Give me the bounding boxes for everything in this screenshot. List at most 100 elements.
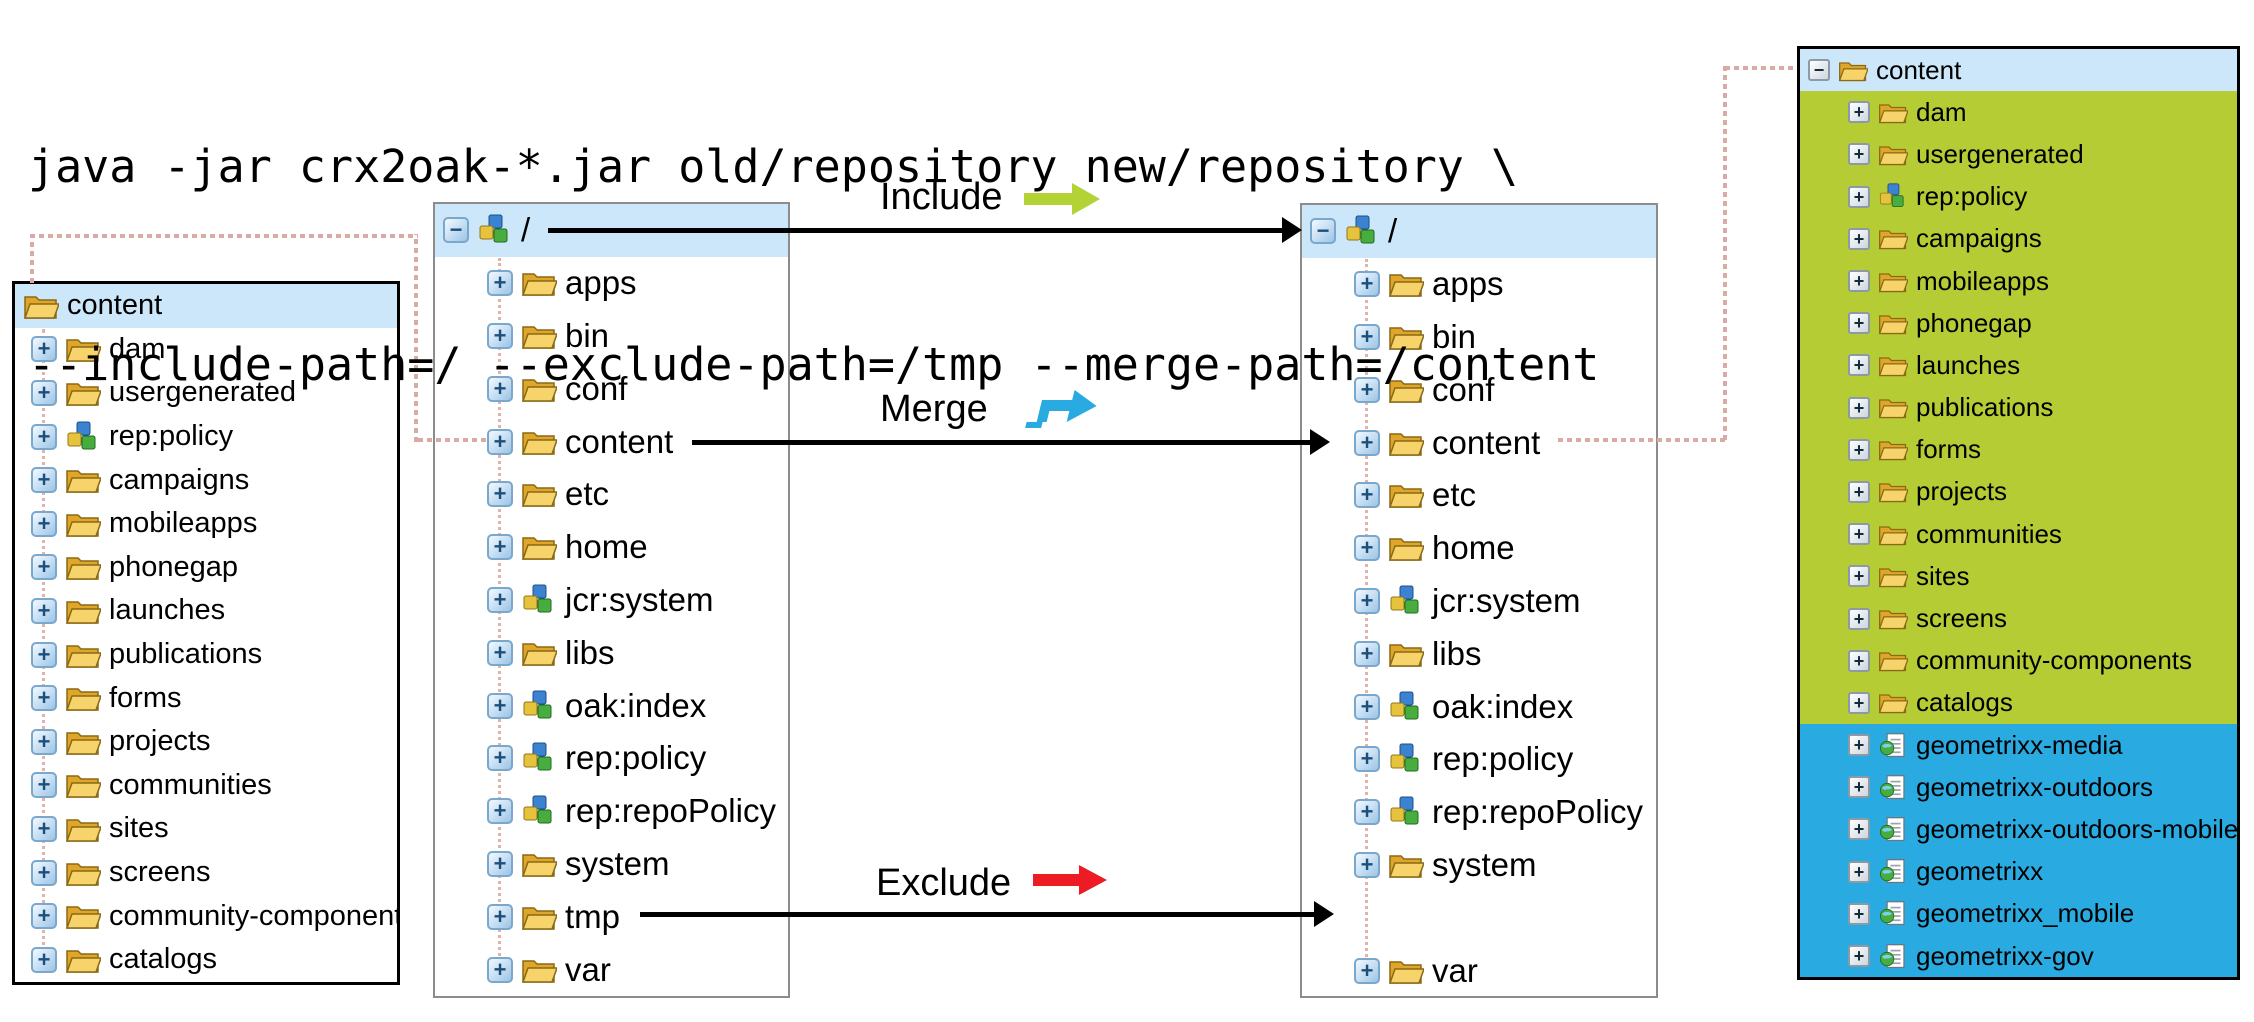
expand-plus-icon[interactable]: + [1848, 143, 1870, 166]
tree-row[interactable]: +usergenerated [1800, 133, 2237, 176]
tree-row[interactable]: +geometrixx [1800, 850, 2237, 893]
expand-plus-icon[interactable]: + [1354, 482, 1380, 509]
expand-plus-icon[interactable]: + [487, 322, 513, 349]
expand-plus-icon[interactable]: + [1848, 480, 1870, 503]
expand-plus-icon[interactable]: + [31, 946, 57, 973]
tree-row[interactable]: +geometrixx-outdoors-mobile [1800, 808, 2237, 851]
expand-plus-icon[interactable]: + [487, 850, 513, 877]
expand-plus-icon[interactable]: + [1848, 270, 1870, 293]
tree-row[interactable]: +apps [435, 257, 788, 310]
tree-row[interactable]: +conf [435, 362, 788, 415]
tree-row[interactable]: +communities [15, 764, 397, 808]
tree-row[interactable]: +home [1302, 522, 1656, 575]
tree-row[interactable]: +rep:policy [435, 732, 788, 785]
expand-plus-icon[interactable]: + [487, 798, 513, 825]
tree-row[interactable]: content [15, 284, 397, 328]
expand-plus-icon[interactable]: + [1354, 587, 1380, 614]
expand-plus-icon[interactable]: + [31, 641, 57, 668]
tree-row[interactable]: +home [435, 521, 788, 574]
expand-plus-icon[interactable]: + [31, 467, 57, 494]
tree-row[interactable]: +libs [435, 626, 788, 679]
tree-row[interactable]: +mobileapps [15, 502, 397, 546]
tree-row[interactable]: +jcr:system [435, 574, 788, 627]
tree-row[interactable]: +forms [1800, 428, 2237, 471]
expand-plus-icon[interactable]: + [1354, 323, 1380, 350]
expand-plus-icon[interactable]: + [1848, 607, 1870, 630]
expand-plus-icon[interactable]: + [487, 745, 513, 772]
tree-row[interactable]: +var [435, 943, 788, 996]
expand-plus-icon[interactable]: + [1848, 227, 1870, 250]
tree-row[interactable]: +community-components [1800, 639, 2237, 682]
tree-row[interactable]: +campaigns [1800, 217, 2237, 260]
tree-row[interactable]: +phonegap [1800, 302, 2237, 345]
tree-row[interactable]: +rep:policy [1302, 733, 1656, 786]
expand-plus-icon[interactable]: + [1354, 799, 1380, 826]
expand-plus-icon[interactable]: + [31, 336, 57, 363]
expand-plus-icon[interactable]: + [1848, 691, 1870, 714]
expand-plus-icon[interactable]: + [1354, 693, 1380, 720]
tree-row[interactable]: +publications [1800, 386, 2237, 429]
tree-row[interactable]: +apps [1302, 258, 1656, 311]
tree-row[interactable]: −content [1800, 49, 2237, 92]
expand-plus-icon[interactable]: + [487, 428, 513, 455]
expand-plus-icon[interactable]: + [31, 772, 57, 799]
tree-row[interactable]: −/ [1302, 205, 1656, 258]
tree-row[interactable]: +tmp [435, 890, 788, 943]
expand-plus-icon[interactable]: + [1354, 429, 1380, 456]
tree-row[interactable]: +publications [15, 633, 397, 677]
tree-row[interactable]: +launches [1800, 344, 2237, 387]
tree-row[interactable]: +system [1302, 839, 1656, 892]
expand-plus-icon[interactable]: + [1848, 565, 1870, 588]
expand-plus-icon[interactable]: + [31, 510, 57, 537]
expand-plus-icon[interactable]: + [31, 728, 57, 755]
tree-row[interactable]: +bin [435, 310, 788, 363]
expand-minus-icon[interactable]: − [1808, 59, 1830, 82]
tree-row[interactable]: +rep:policy [15, 415, 397, 459]
expand-plus-icon[interactable]: + [1848, 354, 1870, 377]
expand-plus-icon[interactable]: + [31, 903, 57, 930]
expand-plus-icon[interactable]: + [1848, 945, 1870, 968]
tree-row[interactable]: +etc [435, 468, 788, 521]
expand-plus-icon[interactable]: + [31, 379, 57, 406]
tree-row[interactable]: +conf [1302, 363, 1656, 416]
tree-row[interactable]: +sites [15, 807, 397, 851]
expand-minus-icon[interactable]: − [443, 217, 469, 244]
expand-plus-icon[interactable]: + [1848, 776, 1870, 799]
tree-row[interactable]: +community-components [15, 894, 397, 938]
tree-row[interactable]: +jcr:system [1302, 575, 1656, 628]
tree-row[interactable]: +usergenerated [15, 371, 397, 415]
tree-row[interactable]: +etc [1302, 469, 1656, 522]
tree-row[interactable]: +phonegap [15, 546, 397, 590]
expand-plus-icon[interactable]: + [1354, 271, 1380, 298]
tree-row[interactable]: +launches [15, 589, 397, 633]
tree-row[interactable]: +oak:index [1302, 680, 1656, 733]
expand-plus-icon[interactable]: + [1848, 860, 1870, 883]
tree-row[interactable]: +geometrixx-media [1800, 724, 2237, 767]
expand-plus-icon[interactable]: + [1848, 101, 1870, 124]
expand-plus-icon[interactable]: + [487, 586, 513, 613]
tree-row[interactable]: +geometrixx-outdoors [1800, 766, 2237, 809]
expand-plus-icon[interactable]: + [1354, 746, 1380, 773]
expand-plus-icon[interactable]: + [487, 956, 513, 983]
expand-plus-icon[interactable]: + [487, 903, 513, 930]
expand-plus-icon[interactable]: + [1354, 640, 1380, 667]
expand-plus-icon[interactable]: + [1848, 396, 1870, 419]
tree-row[interactable]: +libs [1302, 627, 1656, 680]
tree-row[interactable]: +content [435, 415, 788, 468]
expand-plus-icon[interactable]: + [1848, 902, 1870, 925]
expand-plus-icon[interactable]: + [487, 375, 513, 402]
expand-plus-icon[interactable]: + [31, 554, 57, 581]
tree-row[interactable]: +content [1302, 416, 1656, 469]
tree-row[interactable]: +rep:repoPolicy [1302, 786, 1656, 839]
expand-plus-icon[interactable]: + [1848, 523, 1870, 546]
expand-plus-icon[interactable]: + [487, 270, 513, 297]
tree-row[interactable]: +mobileapps [1800, 259, 2237, 303]
expand-plus-icon[interactable]: + [1354, 535, 1380, 562]
expand-plus-icon[interactable]: + [31, 423, 57, 450]
tree-row[interactable]: +bin [1302, 311, 1656, 364]
expand-plus-icon[interactable]: + [1354, 957, 1380, 984]
expand-plus-icon[interactable]: + [1848, 185, 1870, 208]
tree-row[interactable]: +geometrixx_mobile [1800, 892, 2237, 935]
tree-row[interactable]: +dam [1800, 91, 2237, 134]
tree-row[interactable]: +system [435, 838, 788, 891]
